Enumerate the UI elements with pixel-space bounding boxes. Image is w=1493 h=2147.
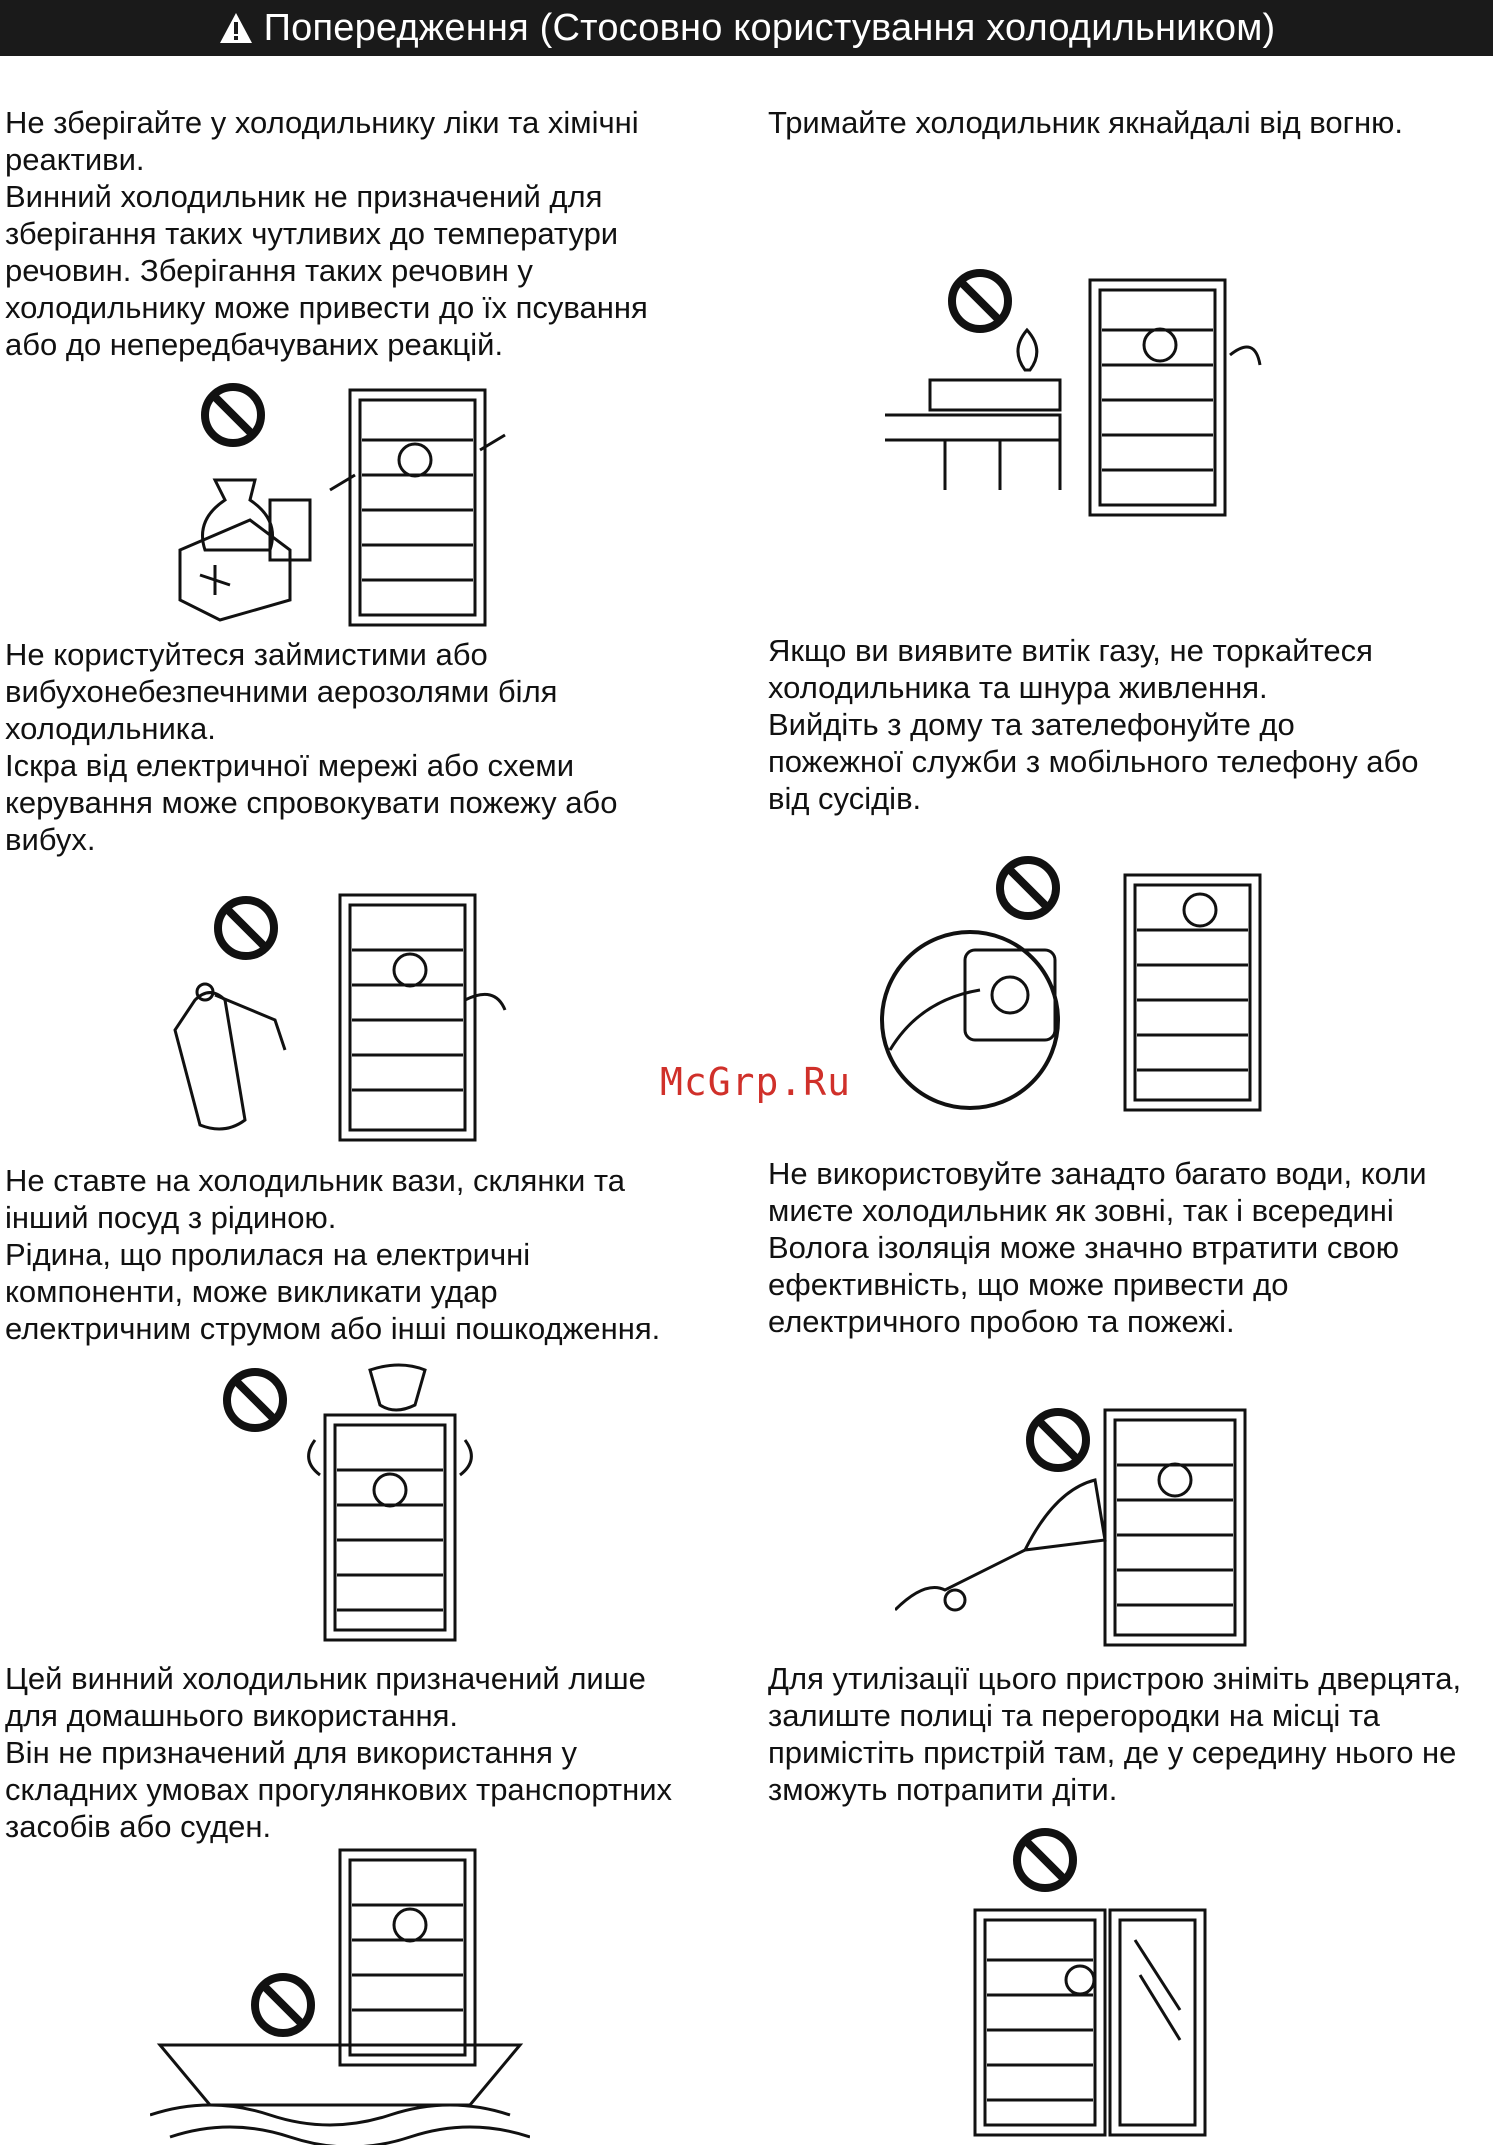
liquid-on-fridge-illustration bbox=[223, 1363, 473, 1642]
prohibited-icon bbox=[1013, 1828, 1077, 1892]
boat-illustration bbox=[150, 1848, 530, 2145]
wine-fridge-icon bbox=[1103, 1408, 1247, 1647]
warning-triangle-icon bbox=[219, 13, 252, 43]
chemical-bottles-icon bbox=[178, 478, 312, 622]
wine-fridge-icon bbox=[338, 1848, 477, 2067]
aerosol-can-icon bbox=[173, 982, 287, 1131]
water-hose-illustration bbox=[895, 1408, 1247, 1647]
wine-fridge-icon bbox=[329, 388, 506, 627]
disposal-illustration bbox=[973, 1828, 1207, 2137]
prohibited-icon bbox=[251, 1973, 315, 2037]
gas-stove-icon bbox=[885, 327, 1062, 490]
warning-text-water: Не використовуйте занадто багато води, к… bbox=[768, 1156, 1427, 1339]
warning-text-gas-leak: Якщо ви виявите витік газу, не торкайтес… bbox=[768, 633, 1419, 816]
vase-icon bbox=[368, 1363, 427, 1412]
page-header: Попередження (Стосовно користування холо… bbox=[0, 0, 1493, 56]
prohibited-icon bbox=[996, 856, 1060, 920]
wine-fridge-icon bbox=[1123, 873, 1262, 1112]
prohibited-icon bbox=[223, 1368, 287, 1432]
prohibited-icon bbox=[201, 383, 265, 447]
wine-fridge-icon bbox=[1088, 278, 1262, 517]
warning-text-liquid: Не ставте на холодильник вази, склянки т… bbox=[5, 1163, 661, 1346]
warning-text-disposal: Для утилізації цього пристрою зніміть дв… bbox=[768, 1661, 1462, 1807]
gas-leak-illustration bbox=[880, 856, 1262, 1112]
power-plug-icon bbox=[880, 930, 1060, 1110]
page-title: Попередження (Стосовно користування холо… bbox=[263, 6, 1276, 49]
warning-text-household: Цей винний холодильник призначений лише … bbox=[5, 1661, 673, 1844]
wine-fridge-icon bbox=[307, 1413, 473, 1642]
prohibited-icon bbox=[948, 269, 1012, 333]
fire-illustration bbox=[885, 269, 1262, 517]
hose-icon bbox=[895, 1478, 1107, 1612]
warning-text-medicine: Не зберігайте у холодильнику ліки та хім… bbox=[5, 105, 648, 362]
boat-icon bbox=[150, 2043, 530, 2145]
prohibited-icon bbox=[1026, 1408, 1090, 1472]
open-fridge-icon bbox=[973, 1908, 1207, 2137]
warning-text-aerosol: Не користуйтеся займистими або вибухонеб… bbox=[5, 637, 618, 857]
prohibited-icon bbox=[214, 896, 278, 960]
watermark: McGrp.Ru bbox=[660, 1060, 852, 1104]
medicine-chemicals-illustration bbox=[178, 383, 506, 627]
aerosol-illustration bbox=[173, 893, 507, 1142]
wine-fridge-icon bbox=[338, 893, 507, 1142]
warning-text-fire: Тримайте холодильник якнайдалі від вогню… bbox=[768, 105, 1403, 140]
